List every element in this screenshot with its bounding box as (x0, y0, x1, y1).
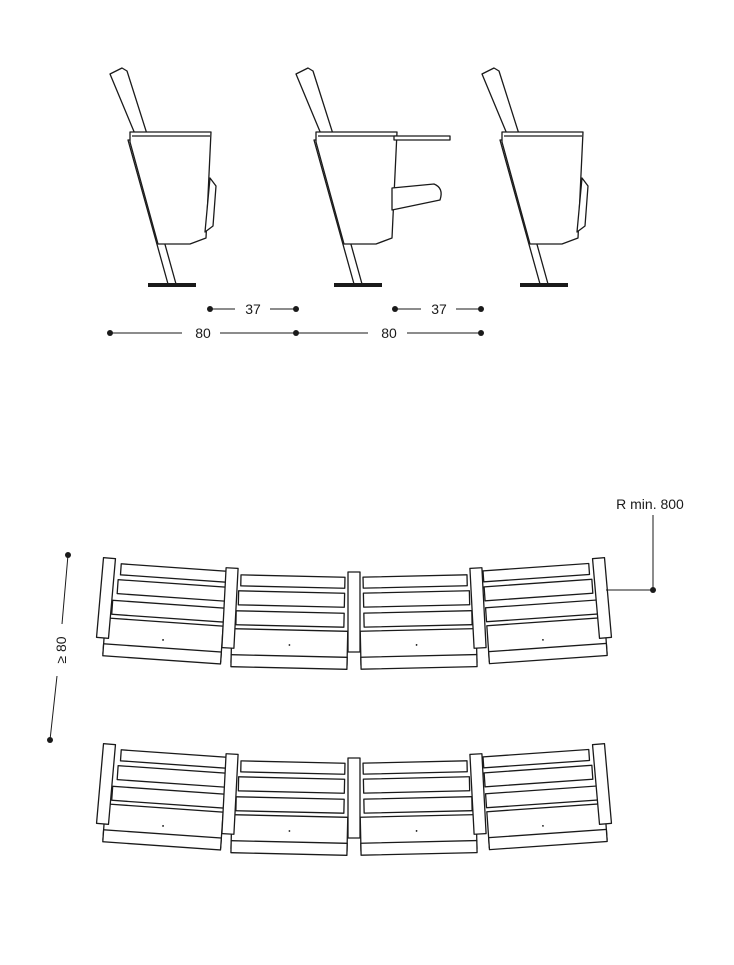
seat-plan-5 (102, 749, 228, 851)
row-spacing-label: ≥ 80 (53, 636, 69, 663)
seat-plan-4 (482, 562, 608, 665)
floor-base (520, 283, 568, 287)
armrest (95, 556, 117, 640)
chair-side-3 (481, 67, 589, 287)
side-view: 37 37 80 80 (107, 67, 589, 341)
seat-plan-3 (359, 574, 478, 670)
armrest-pad (576, 177, 589, 233)
armrest (347, 571, 361, 653)
chair-side-2 (295, 67, 451, 287)
seat-plan-8 (482, 748, 608, 851)
seat-body (129, 131, 212, 245)
armrest (469, 753, 487, 835)
armrest-pad (204, 177, 217, 233)
armrest (347, 757, 361, 839)
tablet-arm (391, 183, 442, 211)
row-spacing-dimension: ≥ 80 (47, 552, 71, 743)
plan-view: R min. 800 ≥ 80 (47, 496, 684, 856)
seat-plan-2 (230, 574, 349, 670)
armrest (221, 753, 239, 835)
floor-base (334, 283, 382, 287)
chair-side-1 (109, 67, 217, 287)
seat-plan-6 (230, 760, 349, 856)
dim-pitch-2: 80 (381, 325, 397, 341)
seat-body (315, 131, 398, 245)
seat-plan-1 (102, 563, 228, 665)
armrest (95, 742, 117, 826)
floor-base (148, 283, 196, 287)
armrest (221, 567, 239, 649)
seat-body (501, 131, 584, 245)
armrest (591, 742, 613, 826)
seat-row-1 (95, 556, 613, 670)
radius-callout: R min. 800 (606, 496, 684, 593)
side-dimensions: 37 37 80 80 (107, 301, 484, 341)
writing-tablet (393, 135, 451, 141)
backrest (109, 67, 148, 135)
seat-plan-7 (359, 760, 478, 856)
dim-pitch-1: 80 (195, 325, 211, 341)
dim-seat-gap-1: 37 (245, 301, 261, 317)
armrest (469, 567, 487, 649)
seat-row-2 (95, 742, 613, 856)
armrest (591, 556, 613, 640)
backrest (295, 67, 334, 135)
backrest (481, 67, 520, 135)
radius-label: R min. 800 (616, 496, 684, 512)
dim-seat-gap-2: 37 (431, 301, 447, 317)
